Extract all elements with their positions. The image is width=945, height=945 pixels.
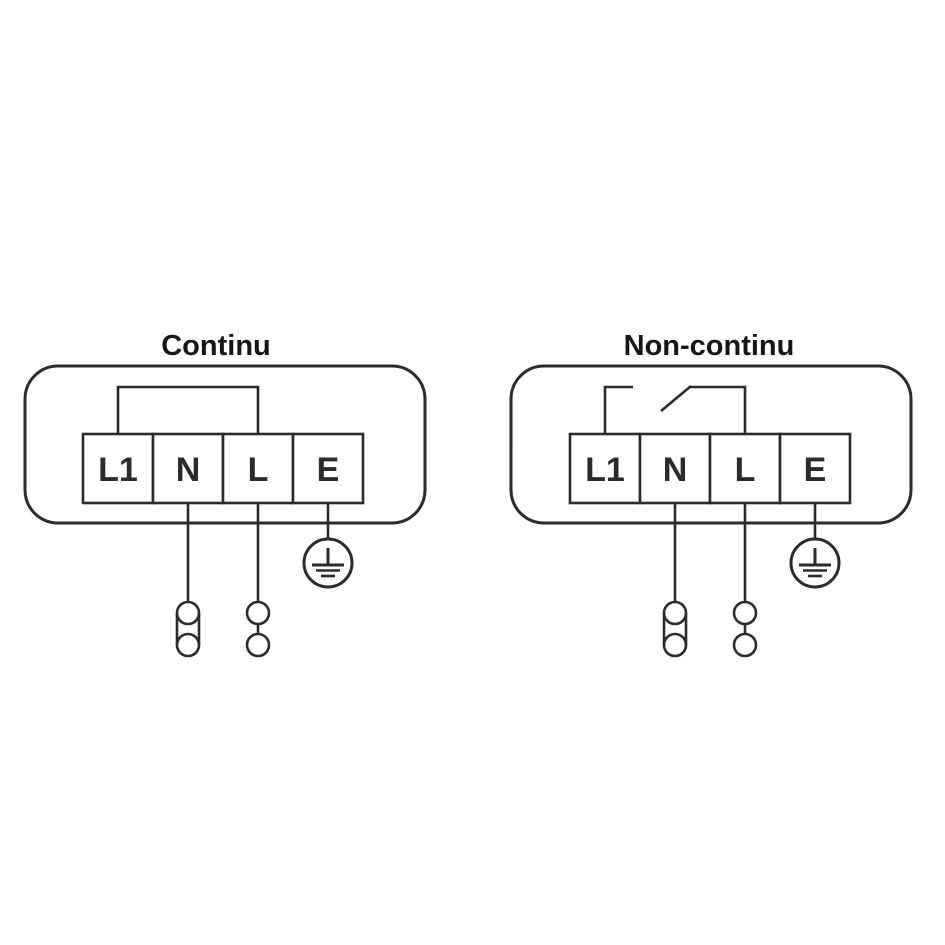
terminal-label-e: E: [317, 451, 340, 489]
terminal-label-e: E: [804, 451, 827, 489]
terminal-box-l1: [81, 432, 155, 505]
terminal-box-l: [221, 432, 295, 505]
terminal-label-l1: L1: [585, 451, 625, 489]
terminal-box-l1: [568, 432, 642, 505]
wiring-svg-non-continuous: L1 N L E: [509, 364, 913, 658]
terminal-label-n: N: [663, 451, 688, 489]
open-switch-contact-icon: [603, 385, 747, 434]
capsule-double-circle-connector-icon: [662, 600, 688, 658]
diagram-title-non-continuous: Non-continu: [623, 330, 795, 362]
diagram-title-continuous: Continu: [161, 330, 271, 362]
terminal-label-n: N: [176, 451, 201, 489]
diagram-non-continuous: Non-continu L1 N L E: [473, 325, 945, 670]
terminal-label-l1: L1: [98, 451, 138, 489]
terminal-box-n: [638, 432, 712, 505]
capsule-double-circle-connector-icon: [175, 600, 201, 658]
linked-double-circle-connector-icon: [245, 600, 271, 658]
terminal-box-e: [778, 432, 852, 505]
linked-double-circle-connector-icon: [732, 600, 758, 658]
wiring-svg-continuous: L1 N L E: [23, 364, 427, 658]
terminal-label-l: L: [735, 451, 756, 489]
jumper-wire-closed: [116, 385, 260, 434]
earth-ground-icon: [302, 537, 354, 589]
diagram-continuous: Continu L1 N L E: [0, 325, 472, 670]
earth-ground-icon: [789, 537, 841, 589]
terminal-label-l: L: [248, 451, 269, 489]
terminal-box-n: [151, 432, 225, 505]
